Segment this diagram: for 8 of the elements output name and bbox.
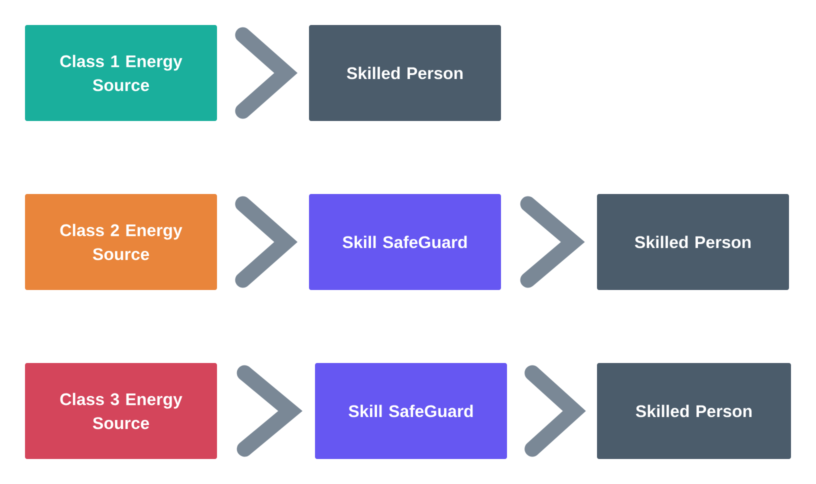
process-box: Skilled Person [597,363,791,459]
process-box: Skill SafeGuard [309,194,501,290]
process-box: Skilled Person [597,194,789,290]
process-box: Class 2 Energy Source [25,194,217,290]
process-box: Skilled Person [309,25,501,121]
process-box: Class 1 Energy Source [25,25,217,121]
process-box: Skill SafeGuard [315,363,507,459]
process-box: Class 3 Energy Source [25,363,217,459]
